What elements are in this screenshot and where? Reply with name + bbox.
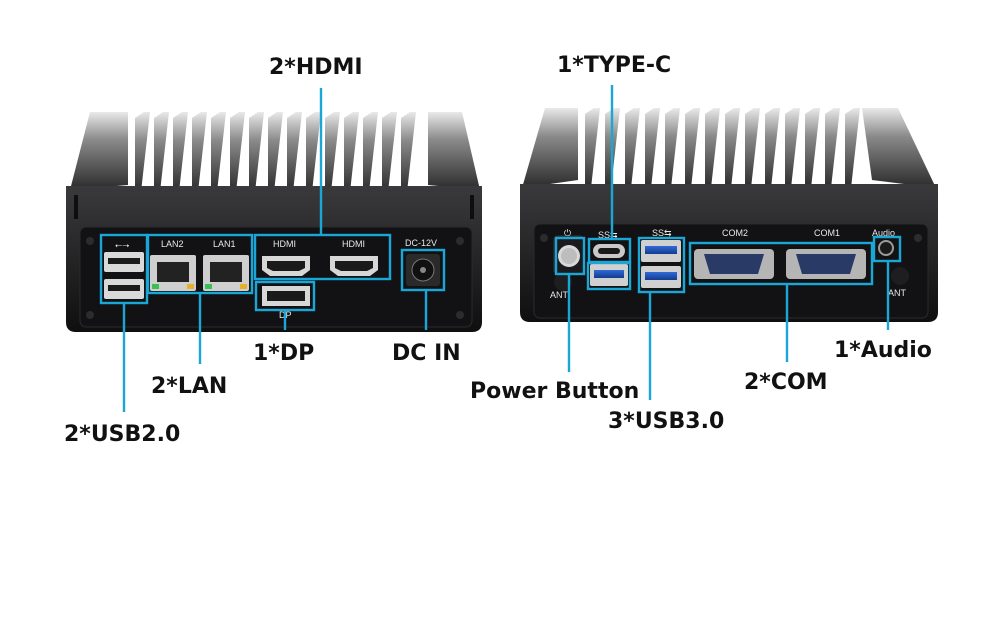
callout-lines bbox=[99, 85, 902, 412]
callout-usb2: 2*USB2.0 bbox=[64, 422, 181, 447]
ss-icon-b: SS⇆ bbox=[652, 228, 672, 238]
ant-right-label: ANT bbox=[888, 288, 907, 298]
dc-port: DC-12V bbox=[405, 238, 440, 286]
callout-power-button: Power Button bbox=[470, 379, 640, 404]
com-ports: COM2 COM1 bbox=[694, 228, 866, 279]
ss-icon: SS⇆ bbox=[598, 230, 618, 240]
antenna-right bbox=[891, 267, 909, 285]
usb2-ports: ⭠⭢ bbox=[104, 240, 144, 299]
callout-dc-in: DC IN bbox=[392, 341, 461, 366]
usb3-ports: SS⇆ bbox=[590, 228, 681, 288]
callout-com: 2*COM bbox=[744, 370, 828, 395]
usb-icon: ⭠⭢ bbox=[115, 240, 129, 250]
com2-label: COM2 bbox=[722, 228, 748, 238]
type-c-port: SS⇆ bbox=[593, 230, 625, 258]
left-heatsink-fins bbox=[70, 112, 480, 192]
audio-jack: Audio bbox=[872, 228, 895, 256]
hdmi-label-b: HDMI bbox=[342, 239, 365, 249]
left-device: ⭠⭢ LAN2 LAN1 HDMI HDMI DP bbox=[66, 112, 482, 332]
callout-audio: 1*Audio bbox=[834, 338, 932, 363]
dc-label: DC-12V bbox=[405, 238, 437, 248]
callout-hdmi: 2*HDMI bbox=[269, 55, 363, 80]
com1-label: COM1 bbox=[814, 228, 840, 238]
left-io-panel bbox=[79, 226, 473, 328]
right-device: ⏻ ANT ANT SS⇆ SS⇆ COM2 bbox=[520, 108, 938, 322]
hdmi-label-a: HDMI bbox=[273, 239, 296, 249]
callout-type-c: 1*TYPE-C bbox=[557, 53, 672, 78]
power-icon: ⏻ bbox=[564, 228, 571, 238]
callout-dp: 1*DP bbox=[253, 341, 315, 366]
lan1-label: LAN1 bbox=[213, 239, 236, 249]
right-heatsink-fins bbox=[522, 108, 936, 188]
audio-label: Audio bbox=[872, 228, 895, 238]
callout-lan: 2*LAN bbox=[151, 374, 228, 399]
callout-usb3: 3*USB3.0 bbox=[608, 409, 725, 434]
hdmi-ports: HDMI HDMI bbox=[262, 239, 378, 276]
ant-left-label: ANT bbox=[550, 290, 569, 300]
lan-ports: LAN2 LAN1 bbox=[150, 239, 249, 291]
antenna-left bbox=[554, 273, 572, 291]
lan2-label: LAN2 bbox=[161, 239, 184, 249]
